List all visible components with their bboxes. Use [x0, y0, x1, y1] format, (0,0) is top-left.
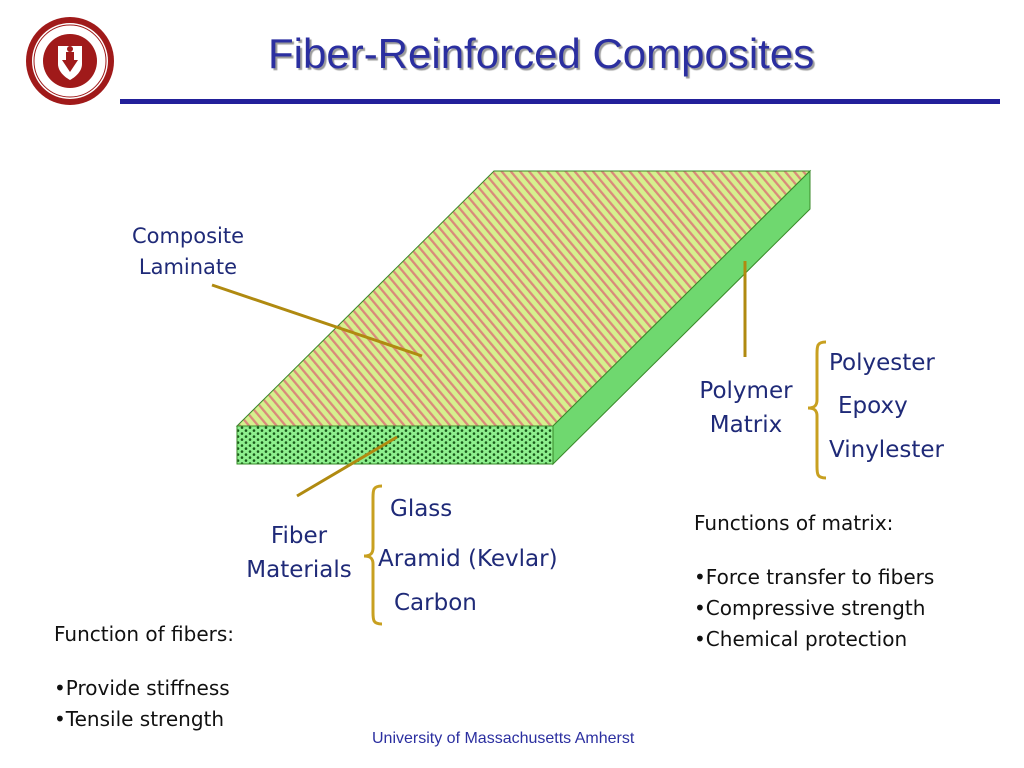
- footer-text: University of Massachusetts Amherst: [372, 730, 635, 747]
- matrix-label-line1: Polymer: [699, 378, 793, 404]
- matrix-type-vinylester: Vinylester: [829, 437, 944, 463]
- fiber-pointer-line: [296, 435, 398, 498]
- fiber-types-brace: [363, 484, 383, 626]
- matrix-functions-heading: Functions of matrix:: [694, 511, 894, 535]
- composite-laminate-illustration: [235, 169, 812, 466]
- fiber-functions-heading: Function of fibers:: [54, 622, 235, 646]
- matrix-types-brace: [807, 340, 827, 480]
- fiber-functions-list: •Provide stiffness •Tensile strength: [54, 673, 230, 735]
- matrix-type-epoxy: Epoxy: [838, 393, 908, 419]
- fiber-materials-label: Fiber Materials: [233, 519, 365, 587]
- laminate-label-line1: Composite: [131, 224, 245, 248]
- list-item: •Tensile strength: [54, 707, 225, 731]
- list-item: •Force transfer to fibers: [694, 565, 935, 589]
- composite-laminate-label: Composite Laminate: [124, 221, 252, 283]
- laminate-front-face: [236, 425, 554, 465]
- fiber-label-line1: Fiber: [270, 523, 328, 549]
- matrix-label-line2: Matrix: [709, 412, 783, 438]
- polymer-matrix-label: Polymer Matrix: [688, 374, 804, 442]
- fiber-type-carbon: Carbon: [394, 590, 477, 616]
- fiber-label-line2: Materials: [246, 557, 352, 583]
- matrix-type-polyester: Polyester: [829, 350, 935, 376]
- fiber-type-glass: Glass: [390, 496, 453, 522]
- fiber-type-aramid: Aramid (Kevlar): [378, 546, 558, 572]
- list-item: •Compressive strength: [694, 596, 926, 620]
- list-item: •Chemical protection: [694, 627, 908, 651]
- laminate-pointer-line: [211, 283, 423, 358]
- page-title: Fiber-Reinforced Composites: [268, 30, 815, 77]
- list-item: •Provide stiffness: [54, 676, 230, 700]
- laminate-label-line2: Laminate: [138, 255, 238, 279]
- university-seal-logo: [26, 17, 114, 105]
- title-underline: [120, 99, 1000, 104]
- matrix-functions-list: •Force transfer to fibers •Compressive s…: [694, 562, 934, 655]
